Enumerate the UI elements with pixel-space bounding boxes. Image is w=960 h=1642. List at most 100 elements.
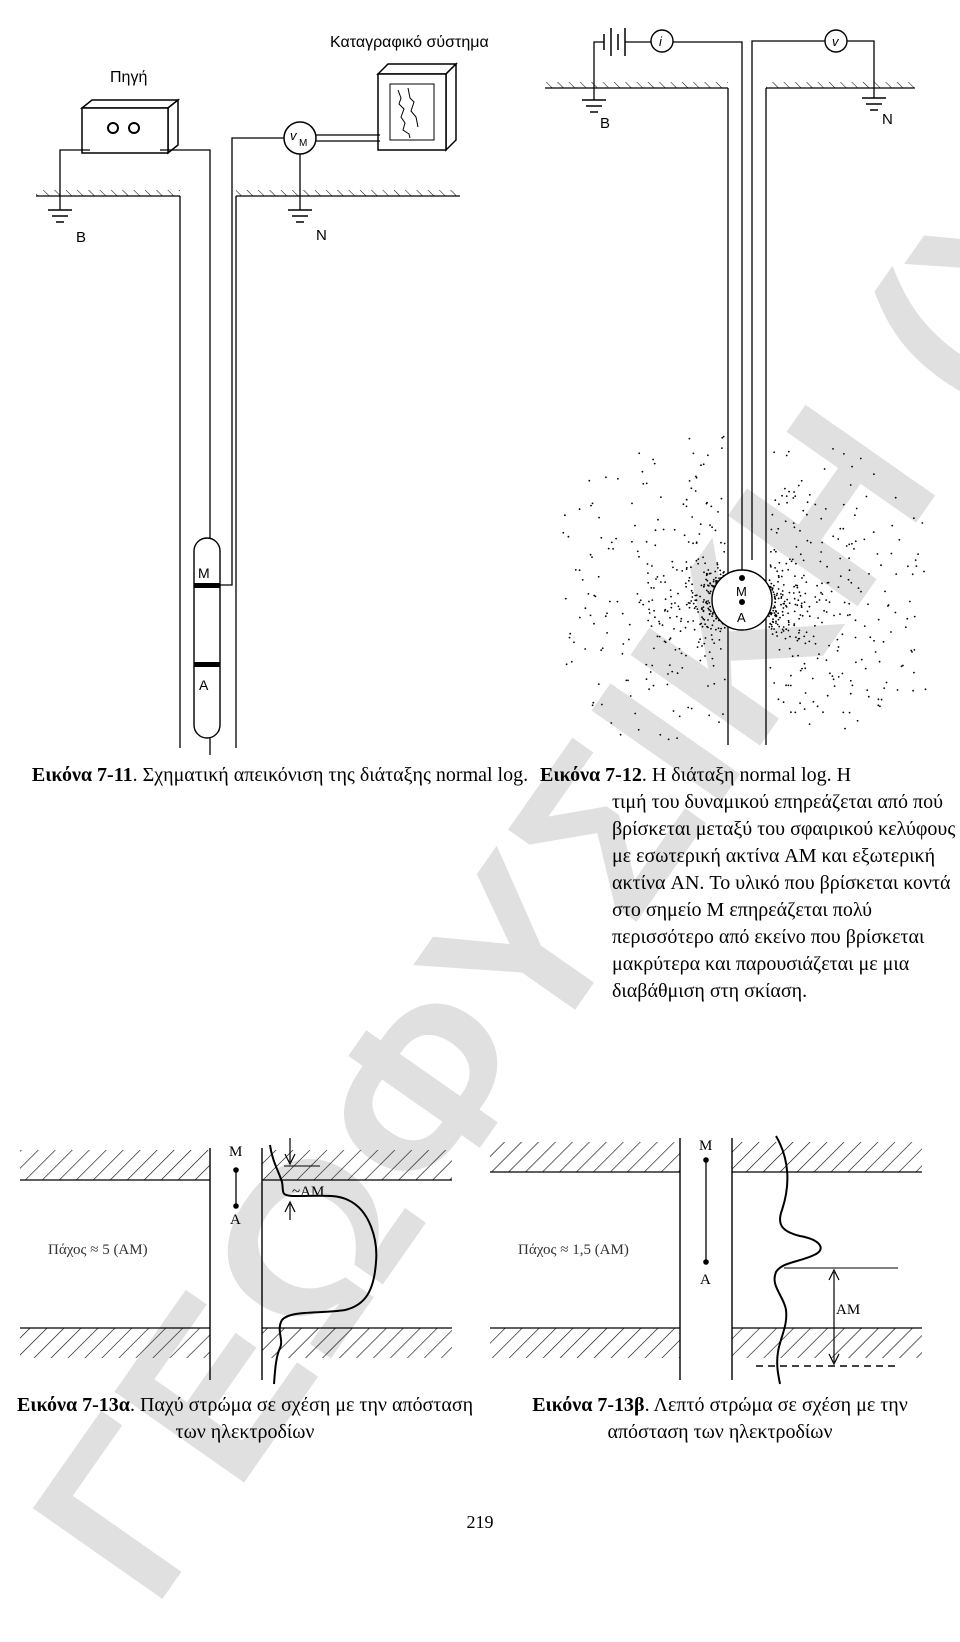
stipple-dot <box>770 528 773 531</box>
stipple-dot <box>710 627 712 630</box>
caption-7-12-first: . Η διάταξη normal log. Η <box>641 764 852 786</box>
stipple-dot <box>691 596 694 598</box>
stipple-dot <box>671 670 674 673</box>
stipple-dot <box>768 626 771 628</box>
stipple-dot <box>592 701 595 704</box>
stipple-dot <box>773 595 776 598</box>
stipple-dot <box>911 651 913 653</box>
electrode-a3-label: A <box>230 1212 241 1228</box>
stipple-dot <box>605 476 607 479</box>
am-label-a: ~AM <box>292 1184 324 1200</box>
stipple-dot <box>707 600 709 602</box>
stipple-dot <box>564 514 566 517</box>
ground-b-label: B <box>76 229 86 246</box>
stipple-dot <box>774 597 776 599</box>
stipple-dot <box>860 658 863 661</box>
stipple-dot <box>877 618 880 621</box>
stipple-dot <box>721 436 724 439</box>
stipple-dot <box>717 627 720 630</box>
stipple-dot <box>781 569 784 572</box>
stipple-dot <box>668 664 671 666</box>
stipple-dot <box>832 678 835 681</box>
stipple-dot <box>884 590 886 593</box>
stipple-dot <box>567 535 570 538</box>
stipple-dot <box>803 574 805 577</box>
stipple-dot <box>702 556 704 559</box>
stipple-dot <box>695 594 698 597</box>
stipple-dot <box>670 602 673 605</box>
stipple-dot <box>600 536 603 539</box>
stipple-dot <box>604 615 607 618</box>
stipple-dot <box>584 607 587 610</box>
stipple-dot <box>777 580 779 583</box>
stipple-dot <box>653 609 655 612</box>
stipple-dot <box>714 529 717 532</box>
stipple-dot <box>673 628 675 630</box>
stipple-dot <box>677 592 679 595</box>
figure-7-12: i v B N M A <box>545 28 927 745</box>
stipple-dot <box>778 576 780 579</box>
stipple-dot <box>804 692 807 694</box>
stipple-dot <box>609 600 611 603</box>
stipple-dot <box>631 540 633 543</box>
stipple-dot <box>695 559 698 562</box>
stipple-dot <box>773 451 776 454</box>
stipple-dot <box>773 593 776 596</box>
stipple-dot <box>821 582 823 585</box>
stipple-dot <box>880 698 883 701</box>
stipple-dot <box>687 620 689 623</box>
battery-icon <box>603 28 626 56</box>
stipple-dot <box>696 608 699 610</box>
stipple-dot <box>670 595 672 598</box>
stipple-dot <box>797 637 800 640</box>
stipple-dot <box>676 569 678 571</box>
stipple-dot <box>790 560 793 563</box>
stipple-dot <box>771 513 774 516</box>
stipple-dot <box>848 602 851 605</box>
stipple-dot <box>607 547 610 550</box>
stipple-dot <box>690 600 693 602</box>
stipple-dot <box>825 659 828 661</box>
stipple-dot <box>770 628 773 630</box>
stipple-dot <box>845 545 848 547</box>
stipple-dot <box>695 605 697 608</box>
stipple-dot <box>692 602 695 605</box>
stipple-dot <box>699 595 701 598</box>
stipple-dot <box>711 624 714 627</box>
stipple-dot <box>711 526 713 529</box>
stipple-dot <box>702 601 705 603</box>
stipple-dot <box>705 601 707 604</box>
stipple-dot <box>776 635 778 637</box>
stipple-dot <box>797 654 799 657</box>
stipple-dot <box>900 665 903 668</box>
stipple-dot <box>780 631 783 634</box>
stipple-dot <box>597 575 600 578</box>
stipple-dot <box>789 684 792 687</box>
stipple-dot <box>798 631 800 634</box>
stipple-dot <box>782 607 785 609</box>
stipple-dot <box>636 593 639 595</box>
stipple-dot <box>714 576 717 579</box>
stipple-dot <box>877 698 880 701</box>
current-meter-icon <box>650 29 674 53</box>
stipple-dot <box>872 531 875 533</box>
stipple-dot <box>662 575 665 577</box>
ground-b2-icon <box>582 99 606 113</box>
stipple-dot <box>849 613 851 616</box>
stipple-dot <box>843 453 845 455</box>
stipple-dot <box>823 468 826 470</box>
stipple-dot <box>774 567 776 569</box>
caption-7-12-label: Εικόνα 7-12 <box>540 764 642 786</box>
stipple-dot <box>891 524 894 527</box>
stipple-dot <box>672 566 674 569</box>
stipple-dot <box>800 604 803 607</box>
electrode-a-label: A <box>199 677 209 693</box>
stipple-dot <box>821 621 823 624</box>
stipple-dot <box>792 522 795 524</box>
stipple-dot <box>687 579 690 582</box>
stipple-dot <box>780 593 782 595</box>
stipple-dot <box>836 649 839 652</box>
stipple-dot <box>776 623 779 626</box>
stipple-dot <box>706 602 709 605</box>
stipple-dot <box>876 553 879 555</box>
